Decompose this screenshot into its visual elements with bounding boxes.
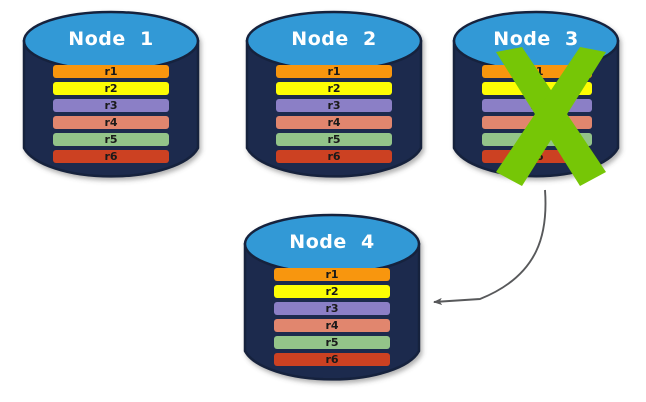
record-row[interactable]: r3 xyxy=(274,302,390,315)
node-2-records: r1 r2 r3 r4 r5 r6 xyxy=(276,65,392,163)
arrow-node3-to-node4 xyxy=(433,189,547,306)
cylinder-top xyxy=(245,10,423,72)
node-4[interactable]: Node 4 r1 r2 r3 r4 r5 r6 xyxy=(243,211,421,391)
record-label: r5 xyxy=(325,336,339,349)
record-label: r1 xyxy=(325,268,339,281)
record-row[interactable]: r6 xyxy=(53,150,169,163)
record-row[interactable]: r2 xyxy=(482,82,592,95)
record-row[interactable]: r2 xyxy=(274,285,390,298)
record-label: r3 xyxy=(325,302,339,315)
record-row[interactable]: r5 xyxy=(274,336,390,349)
record-row[interactable]: r3 xyxy=(276,99,392,112)
node-3[interactable]: Node 3 r1 r2 r3 r4 r5 r6 xyxy=(452,8,620,188)
record-row[interactable]: r3 xyxy=(53,99,169,112)
record-row[interactable]: r1 xyxy=(482,65,592,78)
record-label: r4 xyxy=(325,319,339,332)
node-4-records: r1 r2 r3 r4 r5 r6 xyxy=(274,268,390,366)
cylinder-top xyxy=(22,10,200,72)
record-label: r4 xyxy=(104,116,118,129)
record-label: r2 xyxy=(327,82,341,95)
record-row[interactable]: r4 xyxy=(53,116,169,129)
record-label: r4 xyxy=(530,116,544,129)
record-row[interactable]: r4 xyxy=(274,319,390,332)
record-label: r2 xyxy=(104,82,118,95)
record-label: r2 xyxy=(530,82,544,95)
record-row[interactable]: r1 xyxy=(274,268,390,281)
record-row[interactable]: r1 xyxy=(276,65,392,78)
record-row[interactable]: r5 xyxy=(53,133,169,146)
record-label: r6 xyxy=(104,150,118,163)
record-label: r3 xyxy=(327,99,341,112)
record-label: r3 xyxy=(530,99,544,112)
record-label: r6 xyxy=(325,353,339,366)
node-2[interactable]: Node 2 r1 r2 r3 r4 r5 r6 xyxy=(245,8,423,188)
record-row[interactable]: r5 xyxy=(482,133,592,146)
node-3-records: r1 r2 r3 r4 r5 r6 xyxy=(482,65,592,163)
node-1[interactable]: Node 1 r1 r2 r3 r4 r5 r6 xyxy=(22,8,200,188)
record-label: r3 xyxy=(104,99,118,112)
record-label: r4 xyxy=(327,116,341,129)
record-row[interactable]: r3 xyxy=(482,99,592,112)
record-row[interactable]: r5 xyxy=(276,133,392,146)
record-row[interactable]: r4 xyxy=(482,116,592,129)
record-label: r5 xyxy=(530,133,544,146)
record-label: r2 xyxy=(325,285,339,298)
record-label: r5 xyxy=(327,133,341,146)
record-row[interactable]: r4 xyxy=(276,116,392,129)
record-row[interactable]: r1 xyxy=(53,65,169,78)
node-1-records: r1 r2 r3 r4 r5 r6 xyxy=(53,65,169,163)
record-label: r6 xyxy=(530,150,544,163)
record-row[interactable]: r6 xyxy=(274,353,390,366)
record-label: r1 xyxy=(327,65,341,78)
cylinder-top xyxy=(452,10,620,72)
record-label: r6 xyxy=(327,150,341,163)
record-row[interactable]: r2 xyxy=(276,82,392,95)
record-row[interactable]: r6 xyxy=(482,150,592,163)
record-label: r1 xyxy=(530,65,544,78)
record-label: r5 xyxy=(104,133,118,146)
record-row[interactable]: r6 xyxy=(276,150,392,163)
cylinder-top xyxy=(243,213,421,275)
record-row[interactable]: r2 xyxy=(53,82,169,95)
record-label: r1 xyxy=(104,65,118,78)
